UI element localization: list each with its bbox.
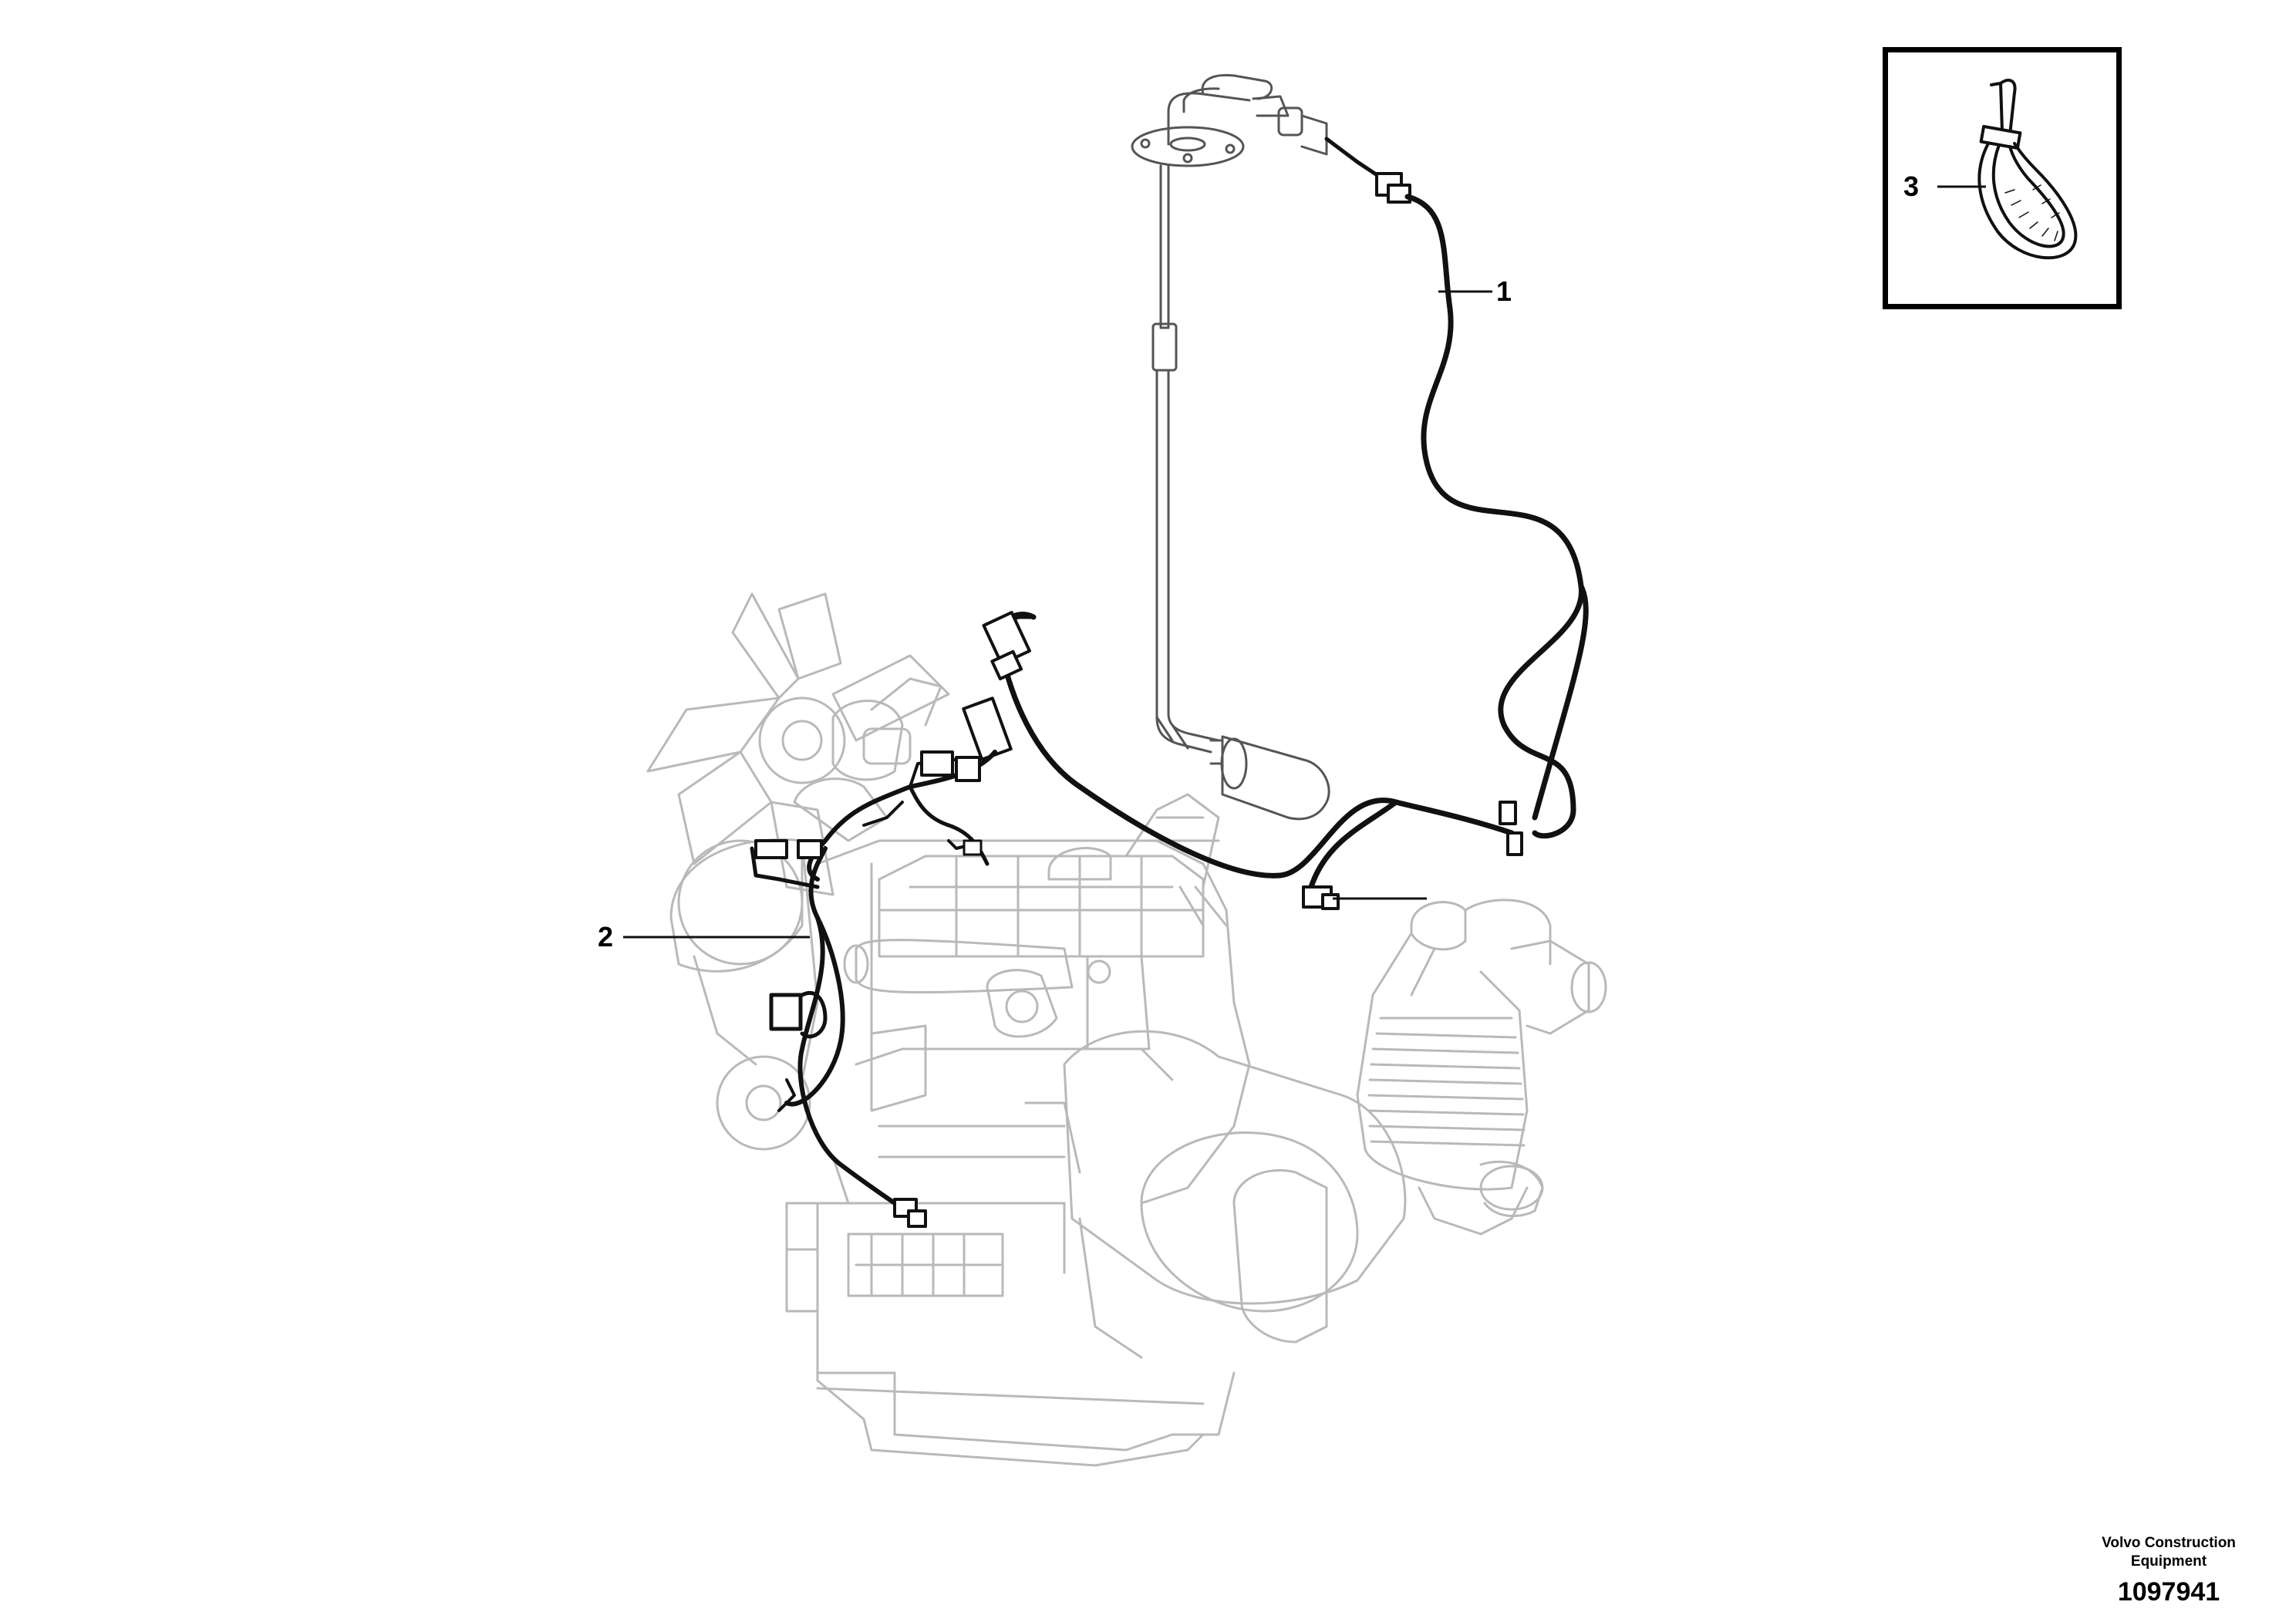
company-name-line2: Equipment — [2130, 1553, 2207, 1570]
harness-upper — [962, 137, 1589, 910]
harness-engine — [750, 750, 997, 1228]
cable-tie-inset-frame — [1883, 47, 2122, 309]
leader-lines — [623, 185, 1986, 939]
callout-3-label: 3 — [1903, 170, 1920, 202]
callout-1-label: 1 — [1496, 275, 1512, 307]
callout-2-label: 2 — [598, 921, 614, 953]
fuel-level-sender-icon — [1131, 73, 1330, 821]
air-filter-icon — [1356, 899, 1607, 1236]
cable-tie-icon — [1977, 79, 2078, 260]
company-name-line1: Volvo Construction — [2102, 1535, 2236, 1551]
drawing-number: 1097941 — [2117, 1577, 2220, 1607]
